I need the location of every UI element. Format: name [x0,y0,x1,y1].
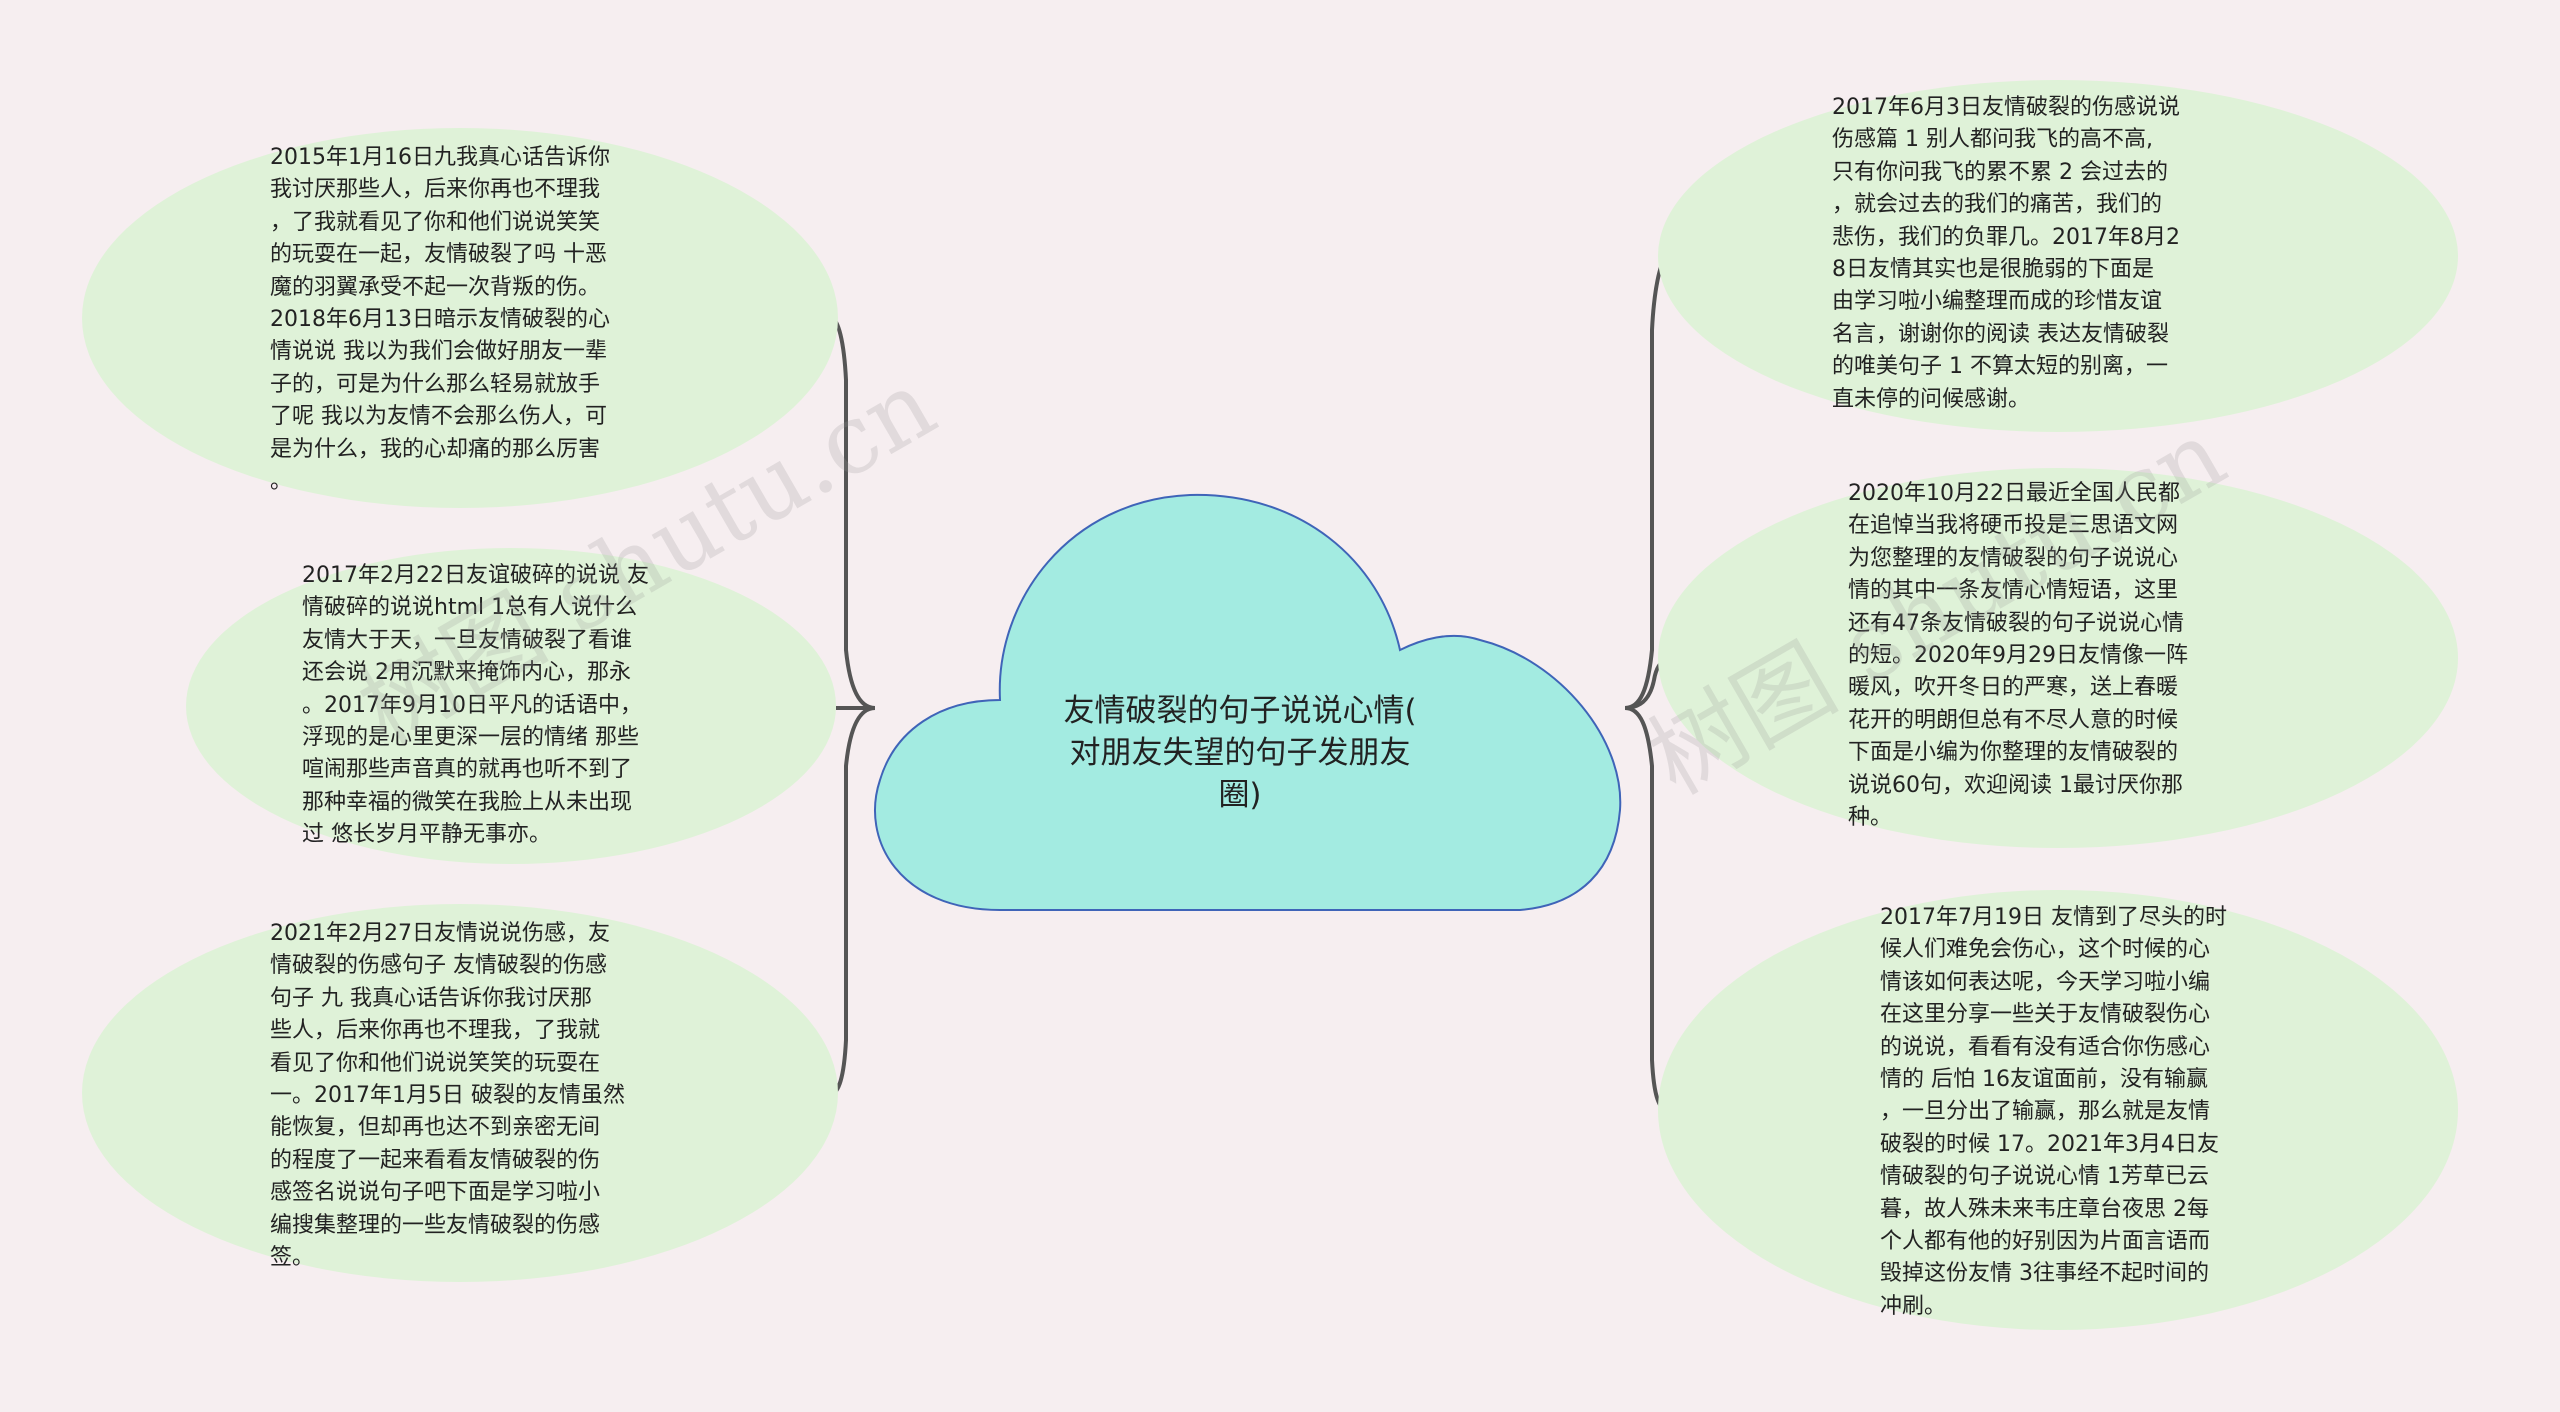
center-cloud-shape[interactable] [874,493,1622,911]
topic-text: 2017年7月19日 友情到了尽头的时 候人们难免会伤心，这个时候的心 情该如何… [1880,905,2227,1319]
topic-node-left-1[interactable]: 2015年1月16日九我真心话告诉你 我讨厌那些人，后来你再也不理我 ，了我就看… [82,128,838,508]
topic-node-right-2[interactable]: 2020年10月22日最近全国人民都 在追悼当我将硬币投是三思语文网 为您整理的… [1658,468,2458,848]
topic-text: 2015年1月16日九我真心话告诉你 我讨厌那些人，后来你再也不理我 ，了我就看… [270,145,610,495]
topic-node-right-1[interactable]: 2017年6月3日友情破裂的伤感说说 伤感篇 1 别人都问我飞的高不高, 只有你… [1658,80,2458,432]
topic-text: 2017年2月22日友谊破碎的说说 友 情破碎的说说html 1总有人说什么 友… [302,563,649,848]
topic-text: 2017年6月3日友情破裂的伤感说说 伤感篇 1 别人都问我飞的高不高, 只有你… [1832,95,2180,412]
connector-left-3 [831,706,876,1096]
topic-node-left-3[interactable]: 2021年2月27日友情说说伤感，友 情破裂的伤感句子 友情破裂的伤感 句子 九… [82,904,838,1282]
topic-text: 2021年2月27日友情说说伤感，友 情破裂的伤感句子 友情破裂的伤感 句子 九… [270,921,625,1271]
topic-text: 2020年10月22日最近全国人民都 在追悼当我将硬币投是三思语文网 为您整理的… [1848,481,2188,831]
topic-node-left-2[interactable]: 2017年2月22日友谊破碎的说说 友 情破碎的说说html 1总有人说什么 友… [186,548,836,864]
topic-node-right-3[interactable]: 2017年7月19日 友情到了尽头的时 候人们难免会伤心，这个时候的心 情该如何… [1658,890,2458,1330]
center-topic-title: 友情破裂的句子说说心情( 对朋友失望的句子发朋友 圈) [1063,693,1417,813]
